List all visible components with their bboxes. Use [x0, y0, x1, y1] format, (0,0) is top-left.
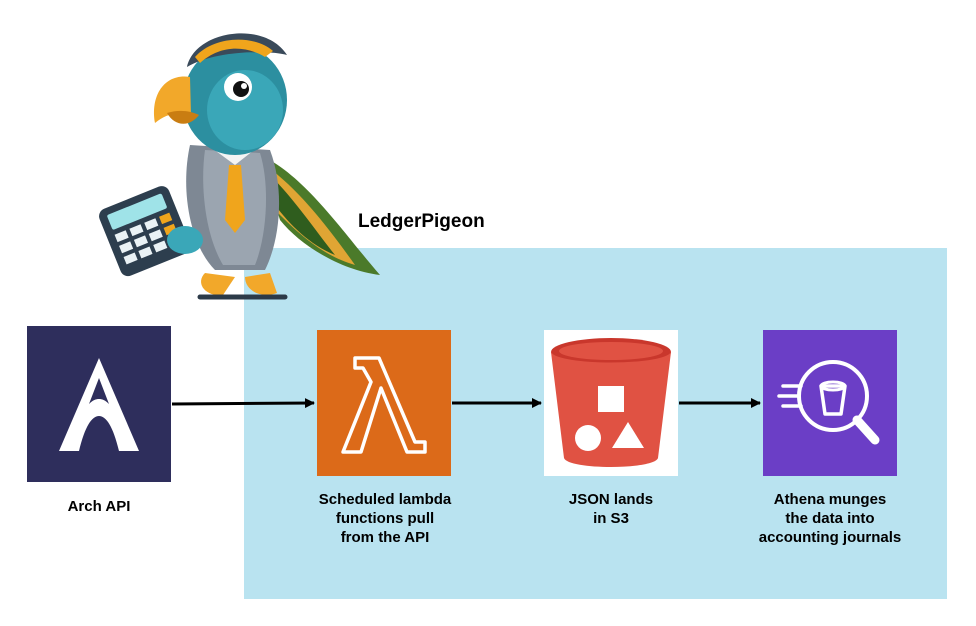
arch-api-node	[27, 326, 171, 482]
s3-node	[544, 330, 678, 476]
aws-lambda-icon	[341, 356, 427, 454]
s3-label: JSON lands in S3	[530, 490, 692, 528]
athena-label-line: accounting journals	[758, 529, 902, 546]
lambda-label-line: Scheduled lambda	[318, 491, 452, 508]
arch-api-label: Arch API	[67, 498, 131, 515]
lambda-label-line: from the API	[340, 529, 430, 546]
athena-node	[763, 330, 897, 476]
lambda-node	[317, 330, 451, 476]
diagram-title: LedgerPigeon	[358, 211, 485, 232]
athena-label-line: the data into	[785, 510, 875, 527]
s3-label-line: in S3	[593, 510, 629, 527]
aws-s3-bucket-icon	[551, 338, 671, 467]
lambda-label-line: functions pull	[335, 510, 435, 527]
lambda-label: Scheduled lambda functions pull from the…	[290, 490, 480, 547]
athena-label-line: Athena munges	[773, 491, 887, 508]
arch-logo-icon	[59, 358, 139, 451]
athena-label: Athena munges the data into accounting j…	[740, 490, 920, 547]
s3-label-line: JSON lands	[568, 491, 654, 508]
parrot-with-calculator-icon	[99, 33, 380, 300]
aws-athena-icon	[777, 360, 880, 445]
